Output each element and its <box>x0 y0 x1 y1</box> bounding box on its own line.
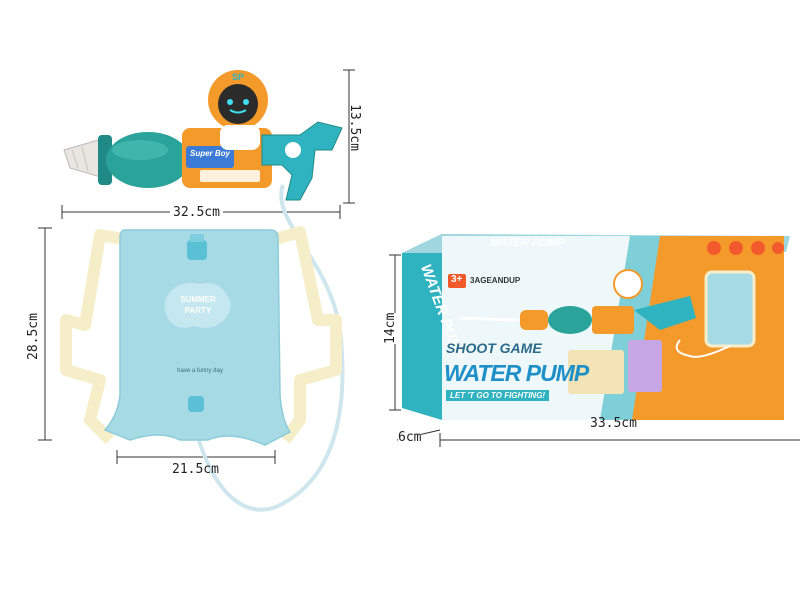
bag-logo-line1: SUMMER <box>180 295 216 304</box>
bag-width-label: 21.5cm <box>172 462 219 477</box>
gun-logo: SP <box>231 72 244 82</box>
box-slogan: LET 'T GO TO FIGHTING! <box>446 390 550 401</box>
box-width-label: 33.5cm <box>590 416 637 431</box>
bag-logo-line2: PARTY <box>184 306 212 315</box>
age-badge: 3+ <box>451 274 463 285</box>
box-top-title: WATER PUMP <box>487 237 566 249</box>
gun-height-label: 13.5cm <box>347 104 362 151</box>
age-text: 3AGEANDUP <box>470 276 521 285</box>
water-gun <box>63 70 343 201</box>
gun-width-label: 32.5cm <box>170 205 223 220</box>
water-backpack <box>60 226 342 446</box>
bag-tagline: have a funny day <box>177 368 223 374</box>
box-height-label: 14cm <box>383 312 398 344</box>
box-depth-label: 6cm <box>398 430 422 445</box>
box-main-title: WATER PUMP <box>444 360 589 386</box>
gun-brand: Super Boy <box>189 149 230 158</box>
bag-height-label: 28.5cm <box>26 313 41 360</box>
packaging-box <box>402 234 790 420</box>
box-subtitle: SHOOT GAME <box>446 340 542 356</box>
